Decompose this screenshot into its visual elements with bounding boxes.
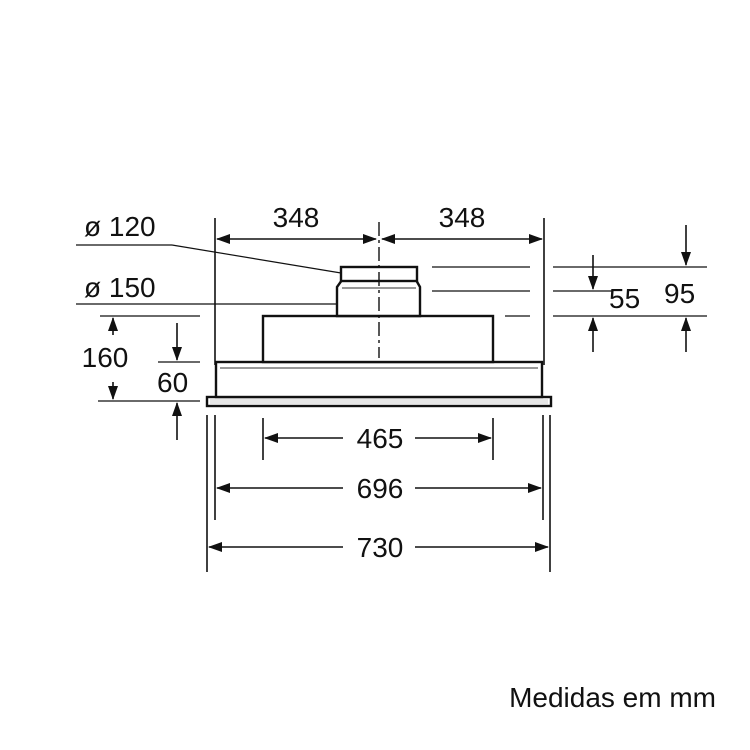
diameter-callouts: ø 120 ø 150 (76, 211, 342, 305)
label-diameter-small: ø 120 (84, 211, 156, 242)
top-dimension: 348 348 (214, 202, 545, 365)
label-collar-height: 55 (609, 283, 640, 314)
leader-small (171, 244, 342, 274)
label-height-body: 60 (157, 367, 188, 398)
label-collar-total: 95 (664, 278, 695, 309)
label-overall-width: 730 (357, 532, 404, 563)
label-height-total: 160 (82, 342, 129, 373)
units-note: Medidas em mm (509, 682, 716, 713)
bottom-width-dimensions: 465 696 730 (206, 415, 551, 572)
label-half-width-right: 348 (439, 202, 486, 233)
upper-box (261, 314, 495, 364)
hood-outline (205, 265, 553, 408)
main-box (214, 360, 544, 399)
right-height-dimensions: 55 95 (432, 225, 707, 352)
label-step-width: 465 (357, 423, 404, 454)
label-diameter-large: ø 150 (84, 272, 156, 303)
label-half-width-left: 348 (273, 202, 320, 233)
label-body-width: 696 (357, 473, 404, 504)
flange-inner (210, 399, 548, 404)
left-height-dimensions: 160 60 (82, 315, 200, 440)
